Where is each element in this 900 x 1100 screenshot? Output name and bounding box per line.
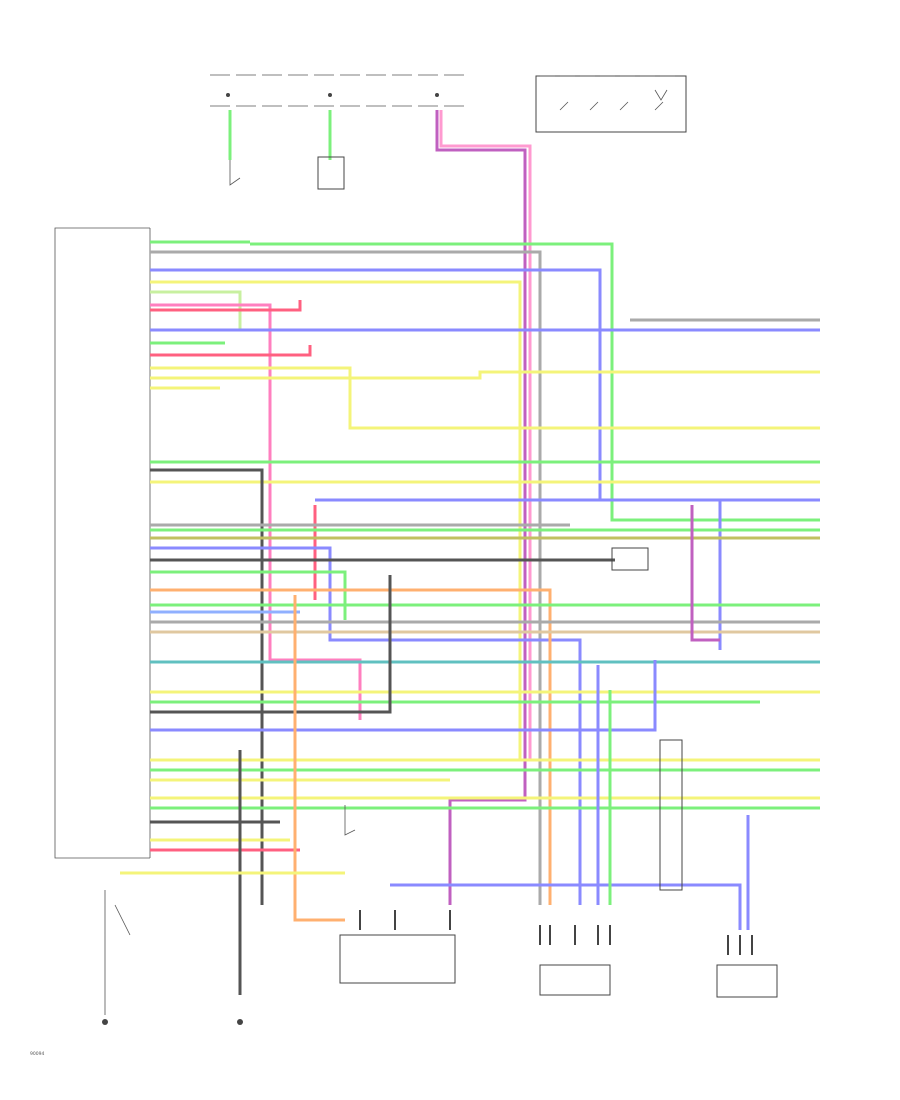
wire-gray-h1 <box>150 250 542 905</box>
diagram-ref-code: 90094 <box>30 1051 44 1057</box>
bottom-left-component <box>339 934 456 984</box>
wire-purple-feed <box>435 110 527 905</box>
wire-orange-v1 <box>293 595 345 922</box>
wire-pink-h1 <box>150 303 362 720</box>
fuse-node-1 <box>226 93 230 97</box>
wire-black-h3 <box>150 575 392 714</box>
wire-blue-h3 <box>315 498 722 650</box>
sensor-box-top <box>317 156 345 190</box>
fuse-panel-top <box>210 74 687 133</box>
fuse-node-2 <box>328 93 332 97</box>
wire-blue-h4 <box>150 546 582 905</box>
wire-purple-h1 <box>690 505 720 642</box>
switch-mid-lower <box>344 805 356 836</box>
wire-blue-h5 <box>150 660 657 732</box>
wire-set <box>120 110 820 995</box>
switch-lower-left <box>104 890 131 1015</box>
connector-box-right <box>659 739 683 891</box>
wire-green-h3 <box>150 290 242 330</box>
fuse-node-3 <box>435 93 439 97</box>
bottom-right-component <box>716 964 778 998</box>
wire-orange-h1 <box>150 588 552 905</box>
wire-red-h2 <box>150 345 312 357</box>
bottom-mid-component <box>539 964 611 996</box>
switch-upper-left <box>229 160 241 186</box>
connector-pins <box>359 910 753 955</box>
wire-green-h2 <box>250 242 820 522</box>
wire-yellow-h1 <box>150 280 522 760</box>
wire-yellow-h3 <box>150 370 820 380</box>
wire-yellow-h2 <box>150 366 820 430</box>
ground-node-mid <box>237 1019 243 1025</box>
ground-node-left <box>102 1019 108 1025</box>
relay-switch-top-right <box>654 89 668 101</box>
relay-box-mid <box>611 547 649 571</box>
wire-blue-h6 <box>390 883 742 930</box>
wire-pink-feed <box>439 110 532 760</box>
wire-red-h1 <box>150 300 302 312</box>
pcm-connector <box>54 227 151 859</box>
components <box>102 156 778 1025</box>
